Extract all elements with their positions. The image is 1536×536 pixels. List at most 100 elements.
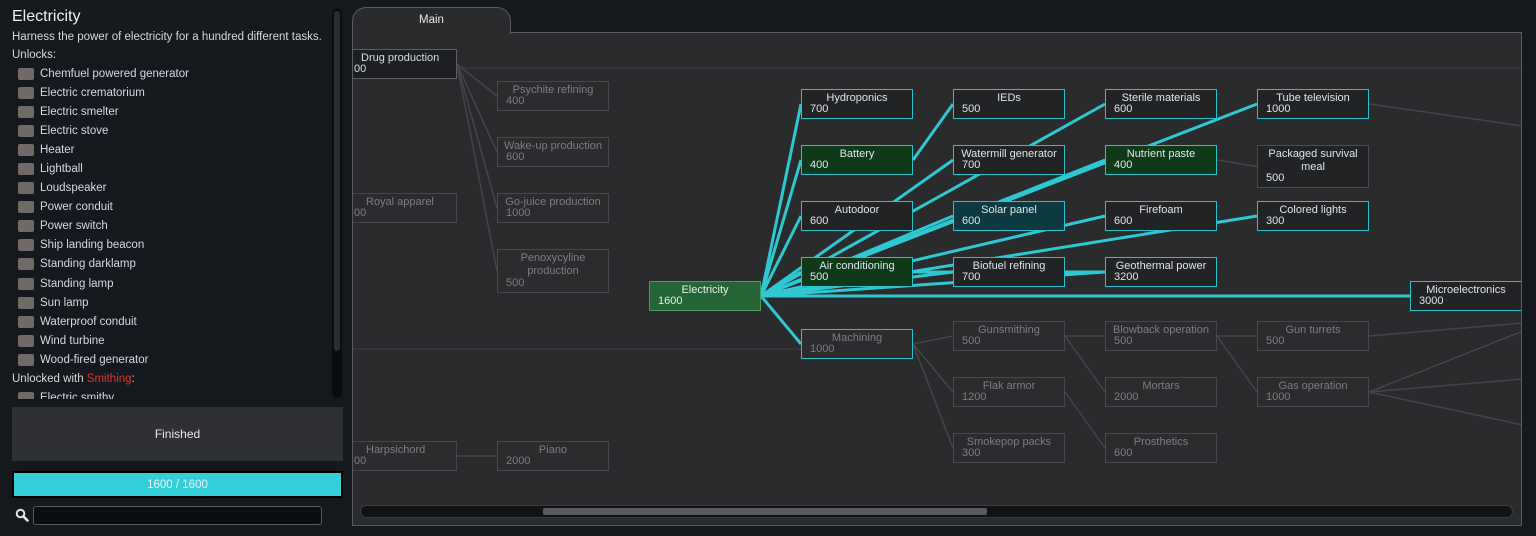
project-title: Electricity bbox=[12, 8, 81, 25]
node-name: Electricity bbox=[681, 284, 729, 296]
unlock-item[interactable]: Loudspeaker bbox=[12, 179, 330, 198]
node-cost: 400 bbox=[506, 94, 525, 107]
smelter-icon bbox=[18, 105, 34, 118]
node-name: Flak armor bbox=[982, 380, 1036, 392]
sun-lamp-icon bbox=[18, 296, 34, 309]
scrollbar-thumb[interactable] bbox=[334, 11, 340, 351]
unlock-item[interactable]: Lightball bbox=[12, 159, 330, 178]
lightball-icon bbox=[18, 163, 34, 176]
node-cost: 00 bbox=[354, 62, 367, 75]
research-node-firefoam[interactable]: Firefoam 600 bbox=[1105, 201, 1217, 231]
unlock-label: Electric smithy bbox=[40, 392, 115, 399]
tab-main[interactable]: Main bbox=[352, 7, 511, 34]
unlock-item[interactable]: Wood-fired generator bbox=[12, 350, 330, 369]
node-cost: 500 bbox=[1114, 334, 1133, 347]
unlock-label: Lightball bbox=[40, 163, 83, 176]
unlock-item[interactable]: Electric smelter bbox=[12, 102, 330, 121]
unlocks-label: Unlocks: bbox=[12, 49, 57, 61]
unlock-item[interactable]: Heater bbox=[12, 140, 330, 159]
loudspeaker-icon bbox=[18, 182, 34, 195]
generator-icon bbox=[18, 353, 34, 366]
crematorium-icon bbox=[18, 86, 34, 99]
smithing-link[interactable]: Smithing bbox=[86, 373, 132, 385]
scrollbar-thumb[interactable] bbox=[543, 508, 987, 515]
unlock-item[interactable]: Wind turbine bbox=[12, 331, 330, 350]
unlock-label: Electric crematorium bbox=[40, 86, 145, 99]
edge-highlighted bbox=[759, 159, 803, 297]
node-cost: 500 bbox=[1266, 334, 1285, 347]
unlock-item[interactable]: Standing darklamp bbox=[12, 255, 330, 274]
unlock-item[interactable]: Electric crematorium bbox=[12, 83, 330, 102]
unlock-item[interactable]: Power switch bbox=[12, 217, 330, 236]
node-cost: 600 bbox=[1114, 214, 1133, 227]
unlock-item[interactable]: Power conduit bbox=[12, 198, 330, 217]
unlock-item[interactable]: Sun lamp bbox=[12, 293, 330, 312]
node-name: Nutrient paste bbox=[1126, 148, 1196, 160]
vertical-scrollbar[interactable] bbox=[332, 8, 342, 398]
node-cost: 500 bbox=[962, 334, 981, 347]
unlock-label: Standing darklamp bbox=[40, 258, 136, 271]
node-cost: 2000 bbox=[1114, 390, 1139, 403]
unlock-item[interactable]: Waterproof conduit bbox=[12, 312, 330, 331]
edge-highlighted bbox=[911, 103, 955, 161]
unlock-item[interactable]: Standing lamp bbox=[12, 274, 330, 293]
unlock-item[interactable]: Chemfuel powered generator bbox=[12, 64, 330, 83]
conduit-icon bbox=[18, 315, 34, 328]
node-name: Firefoam bbox=[1139, 204, 1183, 216]
node-name: Wake-up production bbox=[503, 140, 603, 152]
horizontal-scrollbar[interactable] bbox=[360, 505, 1513, 518]
node-name: Blowback operation bbox=[1112, 324, 1209, 336]
unlock-label: Ship landing beacon bbox=[40, 239, 145, 252]
node-cost: 00 bbox=[354, 454, 367, 467]
node-cost: 1000 bbox=[1266, 390, 1291, 403]
node-name: Autodoor bbox=[834, 204, 880, 216]
node-name: Mortars bbox=[1142, 380, 1180, 392]
node-cost: 300 bbox=[1266, 214, 1285, 227]
unlock-label: Waterproof conduit bbox=[40, 315, 137, 328]
unlock-label: Electric smelter bbox=[40, 105, 119, 118]
search-input[interactable] bbox=[33, 506, 322, 525]
tab-label: Main bbox=[419, 14, 444, 26]
unlock-item[interactable]: Electric stove bbox=[12, 121, 330, 140]
stove-icon bbox=[18, 124, 34, 137]
edge bbox=[1216, 335, 1258, 393]
unlock-item[interactable]: Electric smithy bbox=[12, 389, 330, 399]
node-cost: 600 bbox=[962, 214, 981, 227]
unlock-item[interactable]: Ship landing beacon bbox=[12, 236, 330, 255]
